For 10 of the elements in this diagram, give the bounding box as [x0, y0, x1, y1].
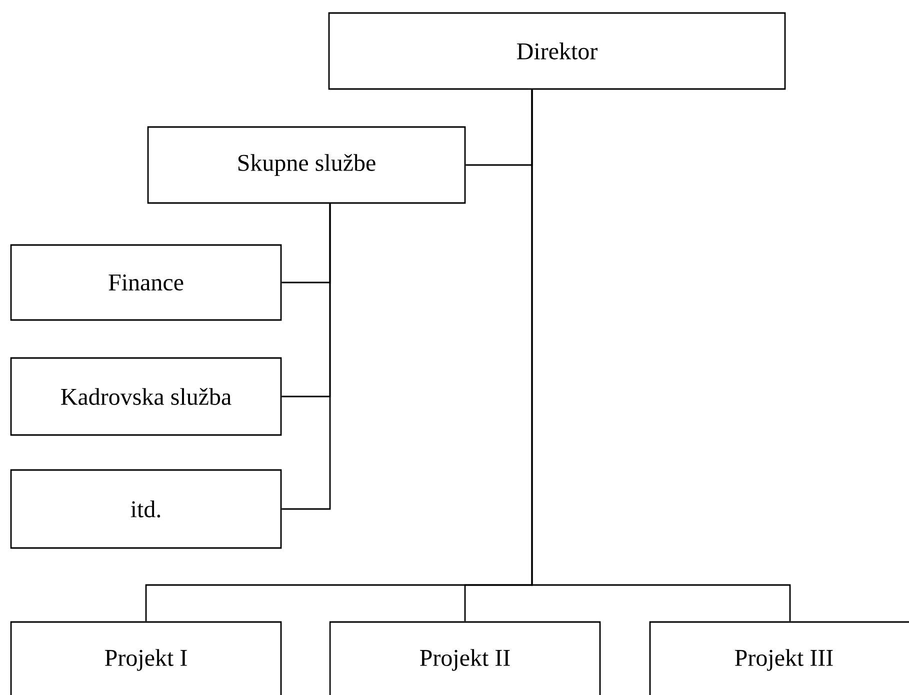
org-box: itd.	[10, 469, 282, 549]
org-box: Direktor	[328, 12, 786, 90]
org-box: Skupne službe	[147, 126, 466, 204]
org-box: Finance	[10, 244, 282, 321]
connector-line	[282, 204, 331, 510]
org-box: Projekt II	[329, 621, 601, 695]
connector-line	[531, 90, 791, 622]
org-box: Kadrovska služba	[10, 357, 282, 436]
org-box: Projekt I	[10, 621, 282, 695]
org-box: Projekt III	[649, 621, 909, 695]
